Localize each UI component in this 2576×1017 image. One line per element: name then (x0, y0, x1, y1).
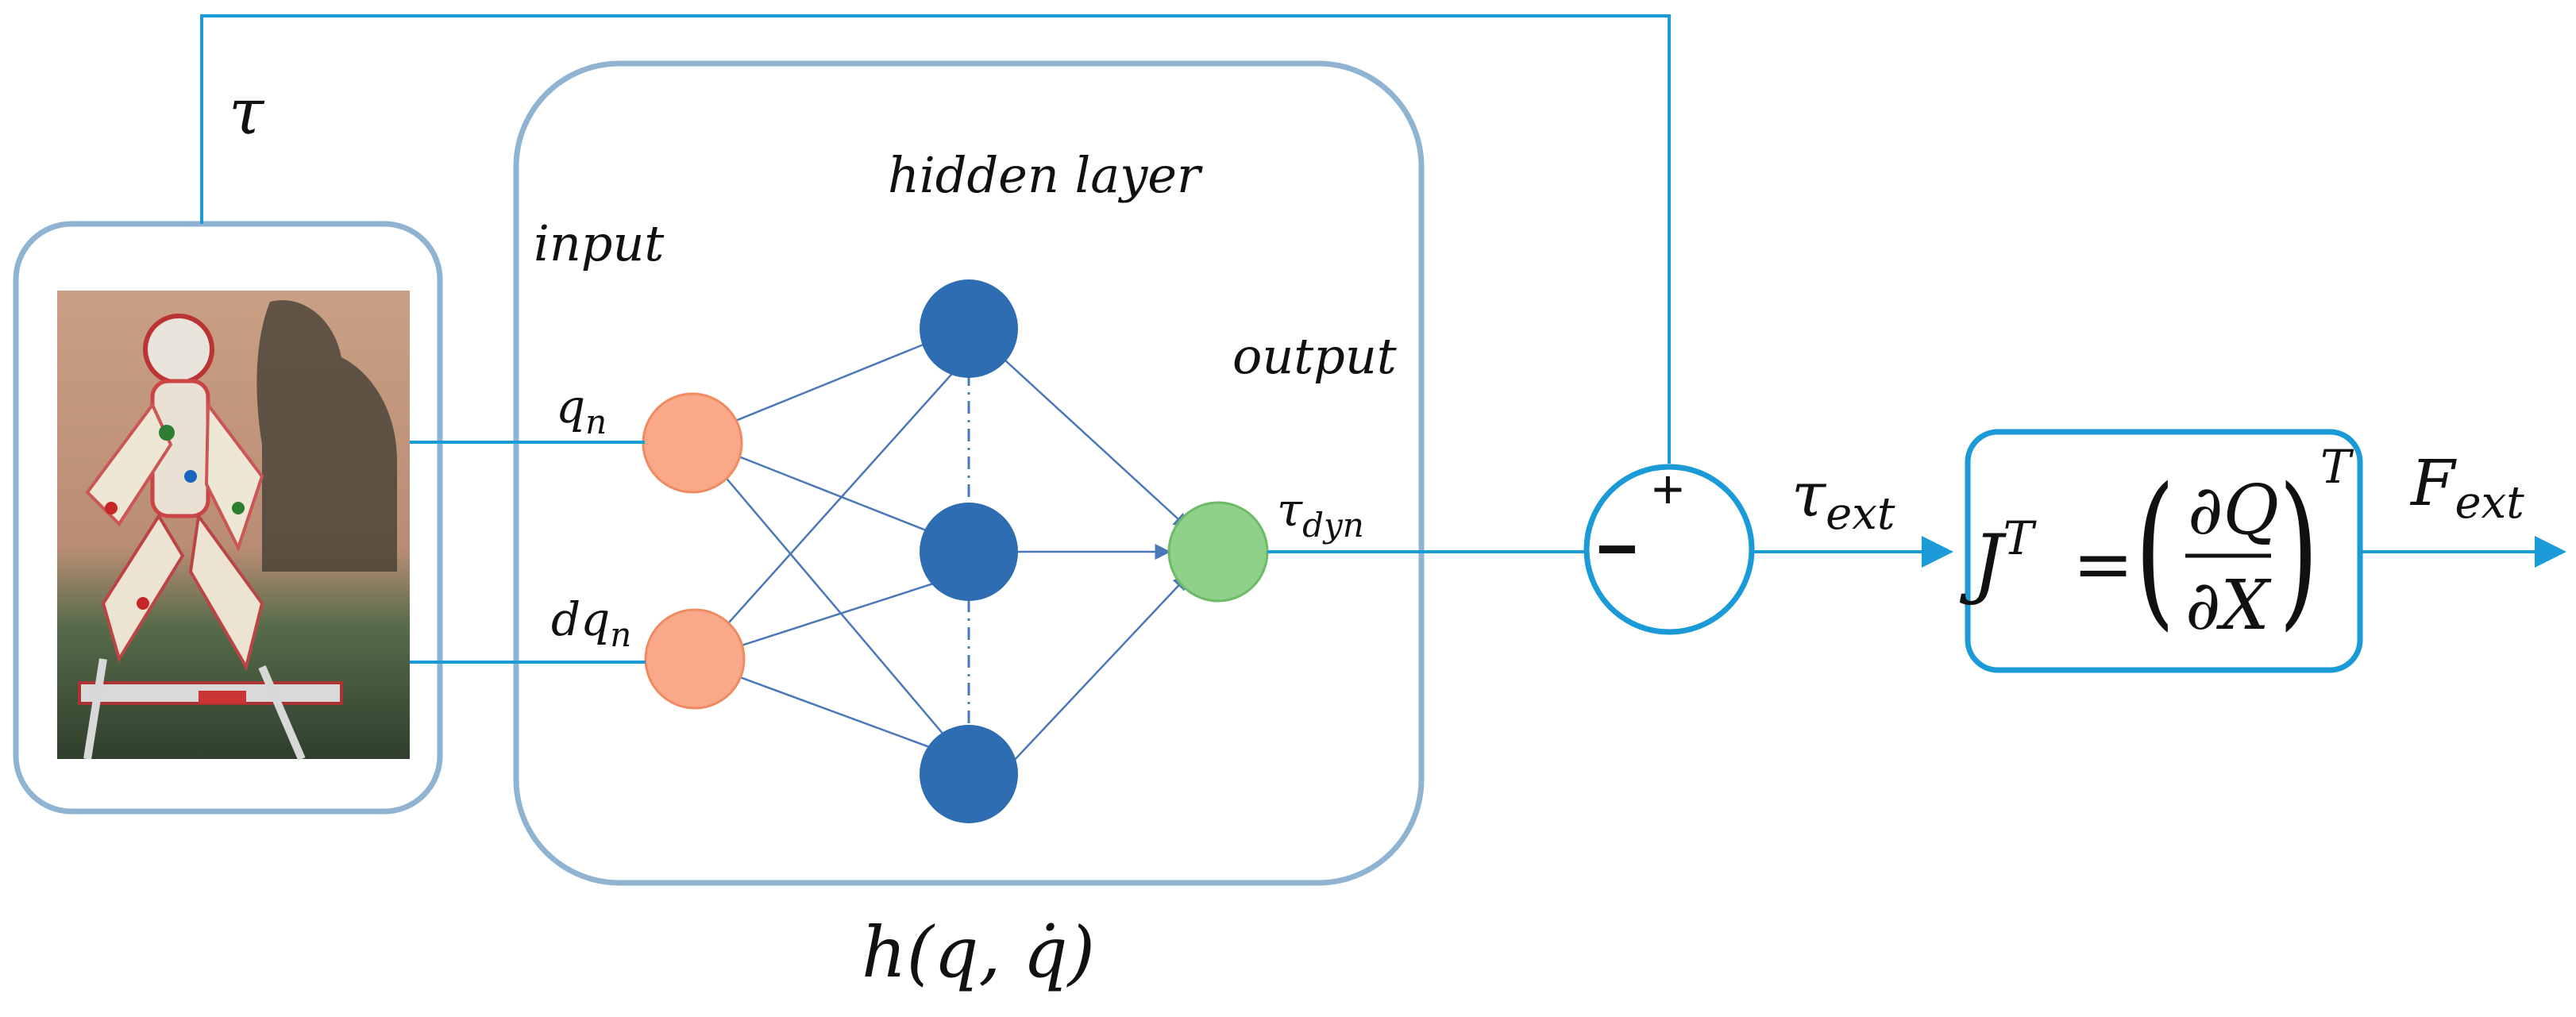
input-node-dq (644, 608, 746, 710)
jacobian-outer-sup: T (2320, 440, 2354, 494)
sum-minus-sign: − (1596, 510, 1638, 589)
robot-photo (57, 291, 410, 761)
robot-panel (13, 221, 443, 815)
hidden-node-1 (920, 279, 1018, 378)
output-node (1167, 501, 1269, 603)
jacobian-numerator: ∂Q (2188, 471, 2279, 550)
tau-ext-label: τext (1791, 460, 1895, 540)
tau-label: τ (229, 75, 265, 148)
tau-dyn-label: τdyn (1277, 483, 1364, 545)
output-label: output (1232, 327, 1397, 385)
sum-plus-sign: + (1652, 458, 1684, 520)
summing-junction-icon: + − (1583, 458, 1755, 635)
nn-panel: input hidden layer output qn dqn (513, 60, 1425, 886)
hidden-layer-label: hidden layer (888, 146, 1203, 204)
wire-tau-feedback (200, 14, 1671, 464)
h-function-label: h(q, q̇) (862, 911, 1095, 993)
input-label: input (534, 214, 664, 272)
hidden-node-3 (920, 725, 1018, 823)
f-ext-label: Fext (2409, 446, 2524, 529)
jacobian-right-paren: ) (2278, 453, 2319, 646)
jacobian-denominator: ∂X (2185, 566, 2272, 645)
jacobian-left-paren: ( (2134, 453, 2175, 646)
nn-panel-border (513, 60, 1425, 886)
hidden-node-2 (920, 503, 1018, 601)
input-node-q (642, 392, 743, 494)
jacobian-block: JT = ( ∂Q ∂X ) T (1959, 429, 2363, 673)
q-n-label: qn (556, 379, 607, 441)
jacobian-equals: = (2073, 522, 2134, 607)
dq-n-label: dqn (551, 592, 631, 654)
